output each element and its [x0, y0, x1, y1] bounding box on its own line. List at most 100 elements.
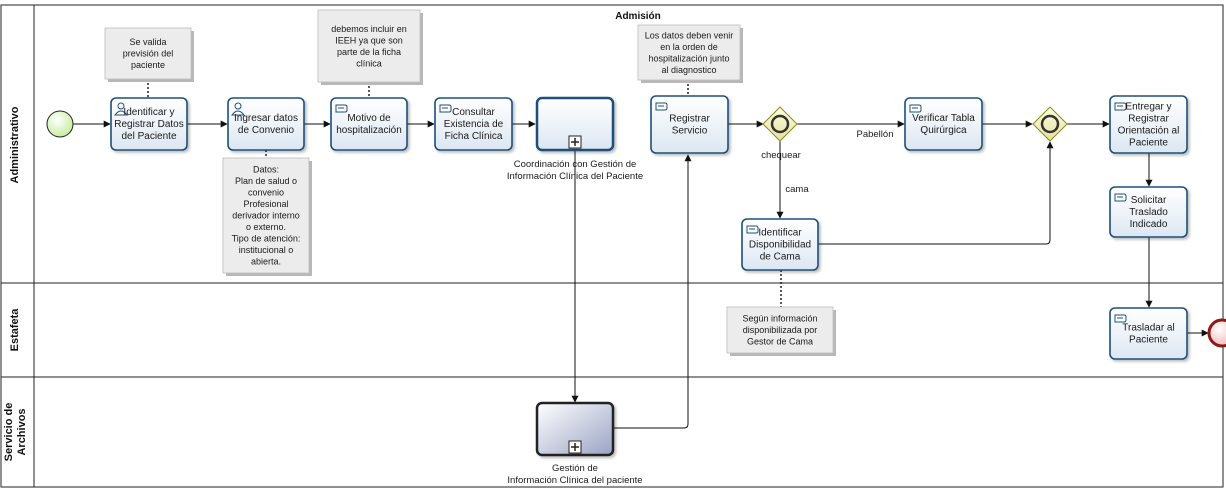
task-label-line: Ingresar datos: [234, 113, 298, 124]
subprocess-label-coordinacion-line2: Información Clínica del Paciente: [507, 171, 643, 182]
user-task-icon: [113, 102, 129, 116]
note-text-line: al diagnostico: [661, 65, 716, 75]
end-event[interactable]: [1207, 318, 1226, 348]
lane-servicio-archivos: Servicio de Archivos: [3, 403, 28, 462]
note-text-line: Gestor de Cama: [747, 337, 813, 347]
task-label-line: Consultar: [452, 107, 495, 118]
lane-label-administrativo: Administrativo: [9, 106, 21, 183]
lane-label-archivos-line1: Servicio de: [3, 403, 15, 462]
task-label-line: Solicitar: [1131, 195, 1167, 206]
sequence-flows: [73, 120, 1209, 429]
subprocess-label-gestion-line2: Información Clínica del paciente: [507, 475, 642, 486]
lane-estafeta: Estafeta: [9, 308, 21, 352]
note-text-line: derivador interno: [232, 211, 300, 221]
task-label-line: Registrar: [669, 114, 710, 125]
manual-task-icon: [335, 104, 348, 113]
note-text-line: convenio: [248, 188, 284, 198]
note-text-line: en la orden de: [660, 42, 718, 52]
flow-label-pabellon: Pabellón: [857, 129, 894, 140]
note-text-line: abierta.: [251, 257, 281, 267]
note-datos-convenio: Datos:Plan de salud oconvenioProfesional…: [222, 157, 312, 276]
task-label-line: Orientación al: [1118, 126, 1180, 137]
subprocess-gestion[interactable]: [535, 401, 615, 457]
pool-title: Admisión: [615, 11, 661, 22]
lane-label-archivos-line2: Archivos: [16, 408, 28, 455]
note-text-line: parte de la ficha: [337, 47, 401, 57]
subprocess-label-gestion-line1: Gestión de: [552, 463, 598, 474]
task-label-line: del Paciente: [121, 131, 176, 142]
subprocess-coordinacion[interactable]: [535, 96, 615, 152]
task-label-line: Verificar Tabla: [912, 113, 975, 124]
note-text-line: Según información: [742, 314, 817, 324]
flow-label-cama: cama: [785, 184, 809, 195]
task-label-line: Paciente: [1129, 335, 1168, 346]
task-label-line: hospitalización: [336, 125, 402, 136]
exclusive-gateway-2[interactable]: [1032, 106, 1068, 142]
subprocess-label-coordinacion-line1: Coordinación con Gestión de: [514, 159, 637, 170]
task-label-line: Indicado: [1130, 219, 1168, 230]
task-label-line: de Cama: [760, 252, 801, 263]
note-text-line: debemos incluir en: [331, 24, 407, 34]
task-label-line: Traslado: [1129, 207, 1168, 218]
annotations-layer: Se valida previsión delpacienteDatos:Plan…: [104, 9, 836, 356]
plus-icon: [571, 138, 579, 146]
note-text-line: Tipo de atención:: [232, 234, 301, 244]
manual-task-icon: [439, 104, 452, 113]
note-text-line: hospitalización junto: [648, 53, 729, 63]
start-event[interactable]: [46, 110, 74, 138]
flow-label-chequear: chequear: [761, 150, 801, 161]
task-label-line: Trasladar al: [1122, 323, 1174, 334]
task-label-line: Disponibilidad: [749, 240, 811, 251]
task-label-line: Quirúrgica: [920, 125, 967, 136]
task-label-line: de Convenio: [238, 125, 295, 136]
manual-task-icon: [746, 225, 759, 234]
task-label-line: Ficha Clínica: [445, 131, 503, 142]
manual-task-icon: [1114, 193, 1127, 202]
note-text-line: Datos:: [253, 165, 279, 175]
task-label-line: Servicio: [672, 126, 708, 137]
note-text-line: disponibilizada por: [743, 325, 818, 335]
task-label-line: Paciente: [1129, 138, 1168, 149]
task-label-line: Registrar Datos: [114, 119, 183, 130]
lane-administrativo: Administrativo: [9, 106, 21, 183]
associations: [147, 79, 782, 307]
task-label-line: Existencia de: [444, 119, 504, 130]
note-text-line: Se valida: [129, 37, 166, 47]
note-text-line: o externo.: [246, 222, 286, 232]
manual-task-icon: [909, 104, 922, 113]
plus-icon: [571, 443, 579, 451]
manual-task-icon: [1114, 314, 1127, 323]
task-label-line: Entregar y: [1125, 102, 1171, 113]
note-text-line: paciente: [131, 60, 165, 70]
note-text-line: clínica: [356, 58, 382, 68]
task-label-line: Motivo de: [347, 113, 391, 124]
note-text-line: Los datos deben venir: [645, 30, 734, 40]
note-text-line: previsión del: [123, 49, 174, 59]
lane-label-estafeta: Estafeta: [9, 308, 21, 352]
note-text-line: Plan de salud o: [235, 176, 297, 186]
flow-sp2-t5[interactable]: [613, 154, 692, 429]
manual-task-icon: [655, 102, 668, 111]
exclusive-gateway-1[interactable]: [762, 106, 798, 142]
manual-task-icon: [1114, 102, 1127, 111]
note-text-line: IEEH ya que son: [335, 35, 403, 45]
user-task-icon: [230, 102, 246, 116]
note-text-line: institucional o: [239, 245, 294, 255]
task-label-line: Registrar: [1128, 114, 1169, 125]
flow-t9-gw2[interactable]: [818, 141, 1054, 245]
